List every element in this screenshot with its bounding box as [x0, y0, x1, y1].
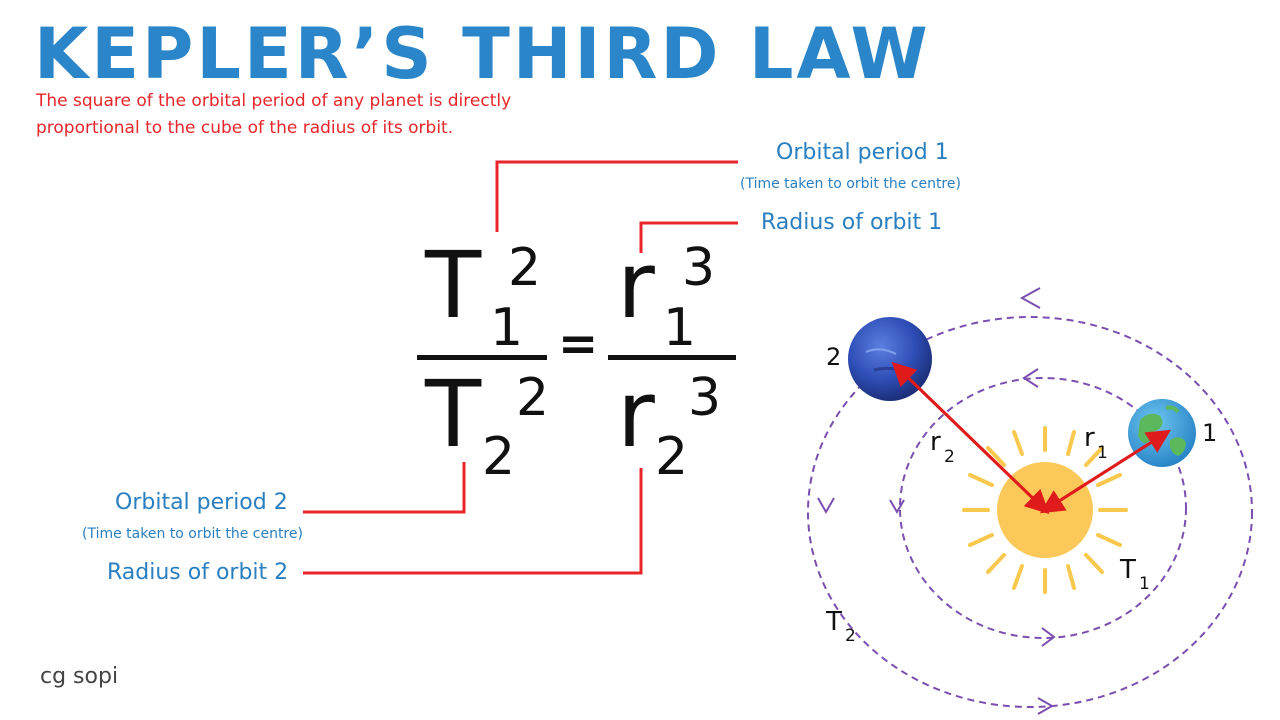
- T1-subscript: 1: [1139, 574, 1150, 594]
- eq-T2-subscript: 2: [482, 427, 516, 487]
- eq-T1-symbol: T: [425, 232, 482, 339]
- description-line-1: The square of the orbital period of any …: [36, 91, 512, 111]
- orbit-direction-chevron: [1022, 368, 1039, 388]
- leader-radius-orbit-1: [639, 221, 738, 253]
- description-line-2: proportional to the cube of the radius o…: [36, 118, 454, 138]
- eq-T1-exponent: 2: [508, 238, 542, 298]
- label-radius-orbit-1: Radius of orbit 1: [761, 210, 943, 235]
- T2-label: T: [825, 607, 842, 637]
- outer-orbit-path: [807, 316, 1253, 708]
- label-orbital-period-1: Orbital period 1: [776, 140, 949, 165]
- radius-arrow-2-back: [894, 364, 1050, 515]
- leader-radius-orbit-2: [303, 468, 643, 575]
- orbit-direction-chevron: [817, 497, 835, 515]
- T1-label: T: [1119, 555, 1136, 585]
- eq-equals-sign: =: [558, 316, 599, 372]
- eq-r2-symbol: r: [617, 361, 655, 468]
- note-orbital-period-1: (Time taken to orbit the centre): [740, 176, 961, 192]
- leader-orbital-period-1: [495, 160, 738, 232]
- planet-2-label: 2: [826, 343, 841, 371]
- orbit-direction-chevron: [1019, 287, 1041, 309]
- note-orbital-period-2: (Time taken to orbit the centre): [82, 526, 303, 542]
- eq-T2-symbol: T: [425, 361, 482, 468]
- planet-1-earth: [1128, 399, 1196, 467]
- fraction-bar-left: [417, 355, 547, 360]
- credit-text: cg sopi: [40, 664, 119, 689]
- eq-r1-symbol: r: [617, 232, 655, 339]
- r1-subscript: 1: [1097, 443, 1108, 463]
- eq-T2-exponent: 2: [516, 368, 550, 428]
- eq-r2-exponent: 3: [688, 368, 722, 428]
- r2-subscript: 2: [944, 447, 955, 467]
- leader-orbital-period-2: [303, 462, 466, 514]
- orbit-direction-chevron: [889, 499, 905, 514]
- planet-1-label: 1: [1202, 419, 1217, 447]
- orbit-direction-chevron: [1041, 627, 1056, 647]
- sun-rays: [962, 426, 1128, 594]
- r2-label: r: [930, 427, 941, 457]
- inner-orbit-path: [899, 377, 1187, 639]
- eq-r1-subscript: 1: [663, 298, 697, 358]
- eq-T1-subscript: 1: [490, 298, 524, 358]
- fraction-bar-right: [608, 355, 736, 360]
- r1-label: r: [1084, 423, 1095, 453]
- label-radius-orbit-2: Radius of orbit 2: [107, 560, 289, 585]
- T2-subscript: 2: [845, 626, 856, 646]
- eq-r2-subscript: 2: [655, 427, 689, 487]
- page-title: KEPLER’S THIRD LAW: [34, 13, 931, 95]
- label-orbital-period-2: Orbital period 2: [115, 490, 288, 515]
- orbit-direction-chevron: [1037, 697, 1055, 715]
- radius-arrow-1-back: [1039, 431, 1167, 514]
- eq-r1-exponent: 3: [682, 238, 716, 298]
